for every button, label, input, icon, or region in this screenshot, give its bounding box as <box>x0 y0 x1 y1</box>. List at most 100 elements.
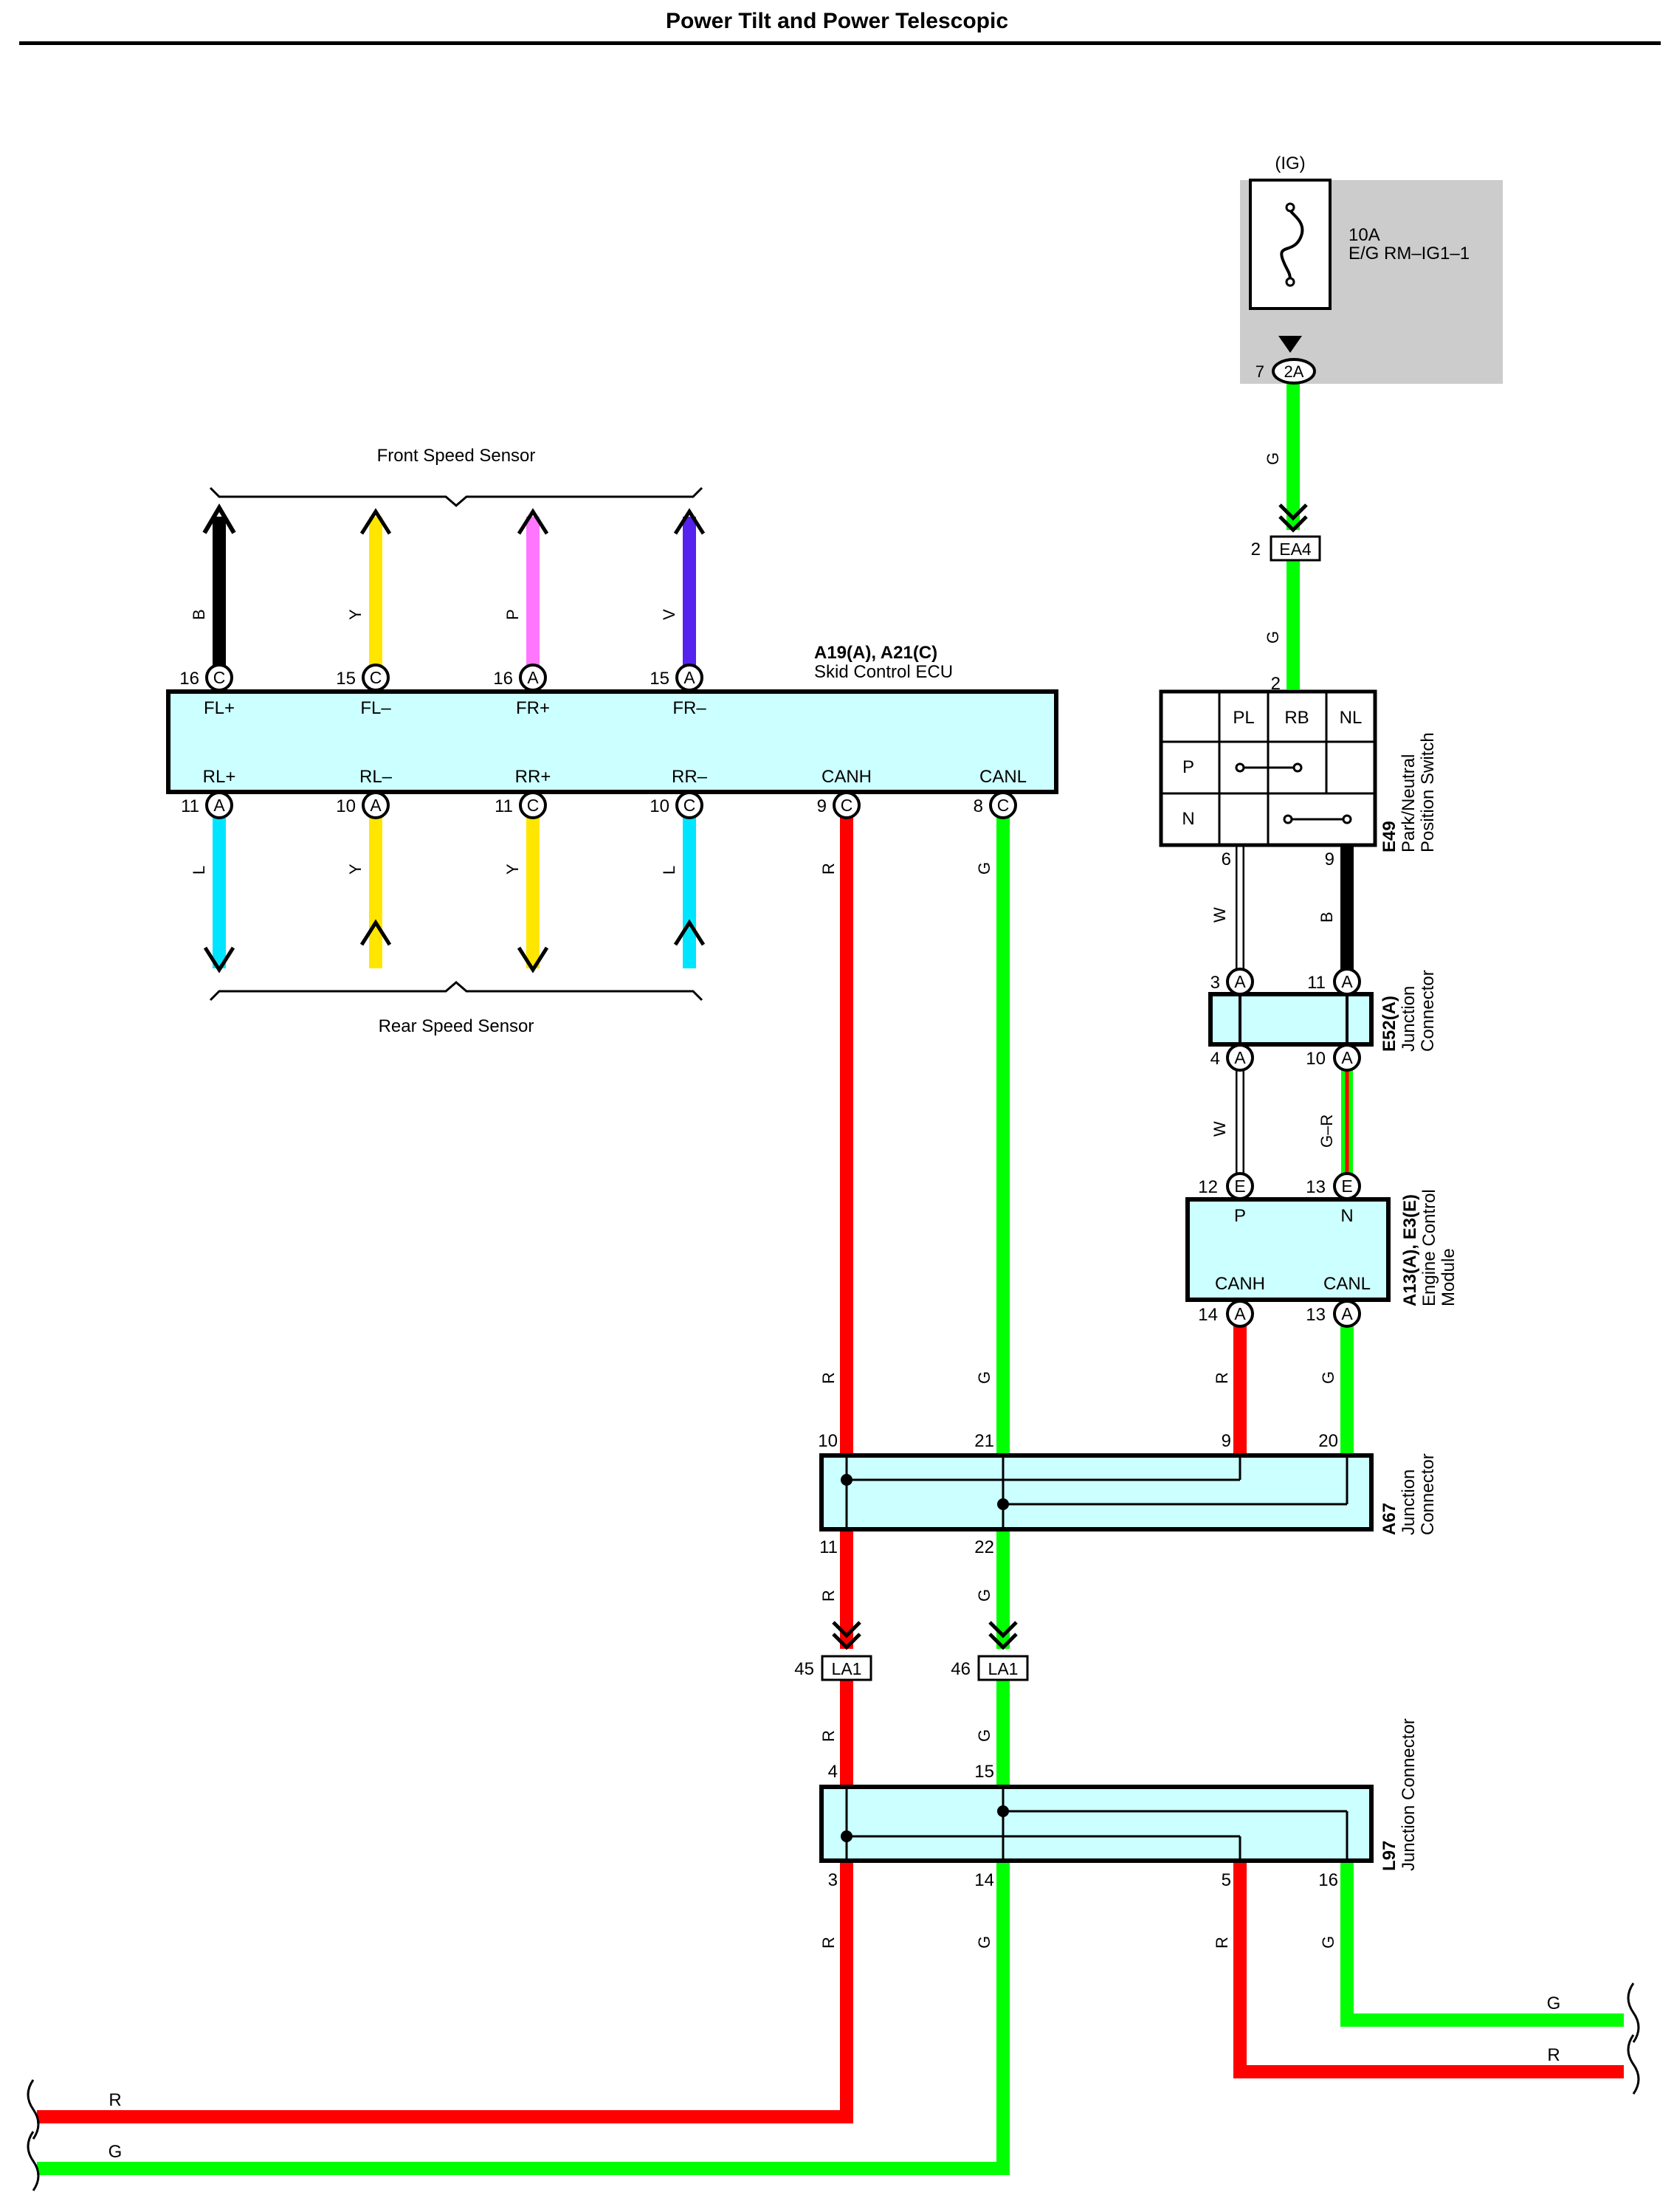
ecm-pin: 13 <box>1306 1177 1326 1197</box>
wire-label-g: G <box>1264 631 1282 644</box>
e52-pin: 10 <box>1306 1049 1326 1069</box>
wire-label-y: Y <box>346 609 365 620</box>
chevron-up-icon <box>517 508 549 535</box>
skid-ecu-pin: 9 <box>817 796 827 816</box>
connector-la1-g-label: LA1 <box>988 1659 1019 1678</box>
switch-contact <box>1342 814 1352 824</box>
double-chevron-icon <box>1278 503 1308 521</box>
e52-name: Junction <box>1399 986 1419 1052</box>
wire-break-icon <box>27 2079 40 2140</box>
title-rule <box>19 41 1661 45</box>
wire-label-g: G <box>1547 1994 1561 2013</box>
engine-control-module <box>1185 1197 1391 1302</box>
fuse-name: E/G RM–IG1–1 <box>1348 244 1470 263</box>
pin-letter: A <box>1234 1048 1246 1067</box>
arrow-up-icon <box>202 503 236 534</box>
e49-name: Park/Neutral <box>1399 754 1419 852</box>
pin-letter: C <box>213 668 226 687</box>
wire-label-r: R <box>819 1372 838 1384</box>
skid-ecu-pin-label: RL+ <box>203 767 236 787</box>
a67-pin: 11 <box>819 1537 838 1557</box>
ecm-name2: Module <box>1439 1248 1458 1306</box>
pin-letter: C <box>683 796 696 815</box>
skid-ecu-pin-label: FL+ <box>204 698 235 718</box>
pin-terminal <box>205 791 233 819</box>
wire-break-icon <box>27 2131 40 2191</box>
pin-letter: A <box>683 668 695 687</box>
pin-terminal <box>1226 1172 1254 1200</box>
pin-letter: A <box>213 796 225 815</box>
wire-label-r: R <box>819 1590 838 1602</box>
skid-ecu-pin: 10 <box>650 796 669 816</box>
ecm-pin: 12 <box>1198 1177 1218 1197</box>
wire-label-g: G <box>975 1371 993 1384</box>
chevron-up-icon <box>673 508 706 535</box>
pin-terminal <box>519 664 547 692</box>
wire-label-r: R <box>108 2090 121 2110</box>
ecm-pin-label: P <box>1234 1206 1246 1226</box>
chevron-down-icon <box>203 946 235 974</box>
connector-la1-r-label: LA1 <box>832 1659 862 1678</box>
chevron-up-icon <box>359 919 392 946</box>
skid-control-ecu <box>166 689 1058 794</box>
a67-pin: 22 <box>974 1537 994 1557</box>
pin-terminal <box>1333 1300 1361 1328</box>
ea4-pin: 2 <box>1251 540 1261 559</box>
wire-label-w: W <box>1210 1121 1229 1137</box>
skid-ecu-pin: 15 <box>336 669 356 689</box>
wire-label-r: R <box>819 863 838 875</box>
junction-dot <box>841 1830 852 1842</box>
skid-ecu-pin: 8 <box>974 796 983 816</box>
skid-ecu-name: Skid Control ECU <box>814 662 953 682</box>
switch-col: PL <box>1233 708 1254 728</box>
wire-label-g: G <box>1319 1371 1337 1384</box>
pin-terminal <box>1226 1300 1254 1328</box>
chevron-down-icon <box>517 946 549 974</box>
a67-name2: Connector <box>1418 1453 1438 1535</box>
skid-ecu-pin: 15 <box>650 669 669 689</box>
connector-2a-label: 2A <box>1284 362 1304 381</box>
skid-ecu-pin: 11 <box>181 796 199 816</box>
pin-letter: E <box>1341 1176 1352 1196</box>
fuse-rating: 10A <box>1348 225 1380 245</box>
pin-letter: C <box>527 796 540 815</box>
l97-pin: 3 <box>828 1870 838 1890</box>
skid-ecu-pin-label: FL– <box>360 698 391 718</box>
chevron-up-icon <box>673 919 706 946</box>
switch-row: P <box>1182 757 1194 777</box>
a67-pin: 21 <box>974 1431 994 1451</box>
e49-pin-2: 2 <box>1271 674 1281 694</box>
wire-label-r: R <box>819 1937 838 1949</box>
junction-dot <box>997 1805 1009 1817</box>
skid-ecu-pin-label: FR+ <box>516 698 550 718</box>
pin-letter: A <box>1234 972 1246 991</box>
wire-label-g: G <box>975 1936 993 1949</box>
pin-terminal <box>362 664 390 692</box>
e49-pin-6: 6 <box>1222 850 1231 869</box>
switch-col: RB <box>1284 708 1309 728</box>
switch-contact <box>1283 814 1293 824</box>
pin-terminal <box>1333 1044 1361 1072</box>
skid-ecu-pin-label: FR– <box>672 698 706 718</box>
wire-break-icon <box>1627 1982 1640 2043</box>
a67-junction-connector <box>819 1453 1374 1531</box>
wire-label-g: G <box>975 862 993 875</box>
ecm-pin-label: CANL <box>1323 1274 1371 1294</box>
wire-label-l: L <box>190 866 208 875</box>
pin-letter: C <box>370 668 382 687</box>
e49-pin-9: 9 <box>1325 850 1334 869</box>
front-speed-sensor-label: Front Speed Sensor <box>377 446 536 466</box>
l97-pin: 14 <box>974 1870 994 1890</box>
wire-label-y: Y <box>503 864 522 875</box>
wire-g <box>37 1861 1010 2175</box>
double-chevron-icon <box>832 1633 861 1650</box>
pin-terminal <box>675 664 703 692</box>
a67-pin: 9 <box>1222 1431 1231 1451</box>
pin-letter: A <box>527 668 539 687</box>
fuse-icon <box>1280 209 1304 281</box>
wire-label-v: V <box>660 609 678 620</box>
rear-speed-sensor-label: Rear Speed Sensor <box>379 1016 534 1036</box>
l97-pin: 15 <box>974 1762 994 1782</box>
skid-ecu-pin: 11 <box>495 796 513 816</box>
